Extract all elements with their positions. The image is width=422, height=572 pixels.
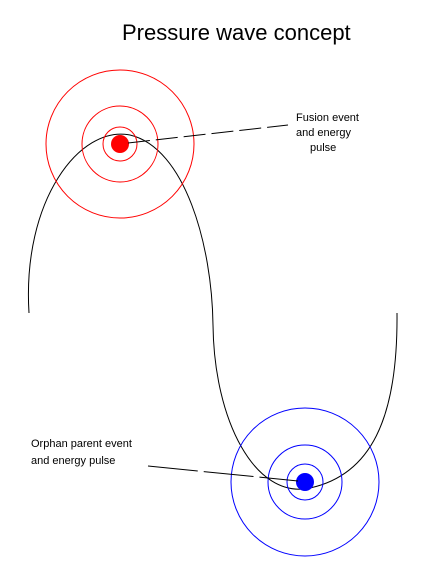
fusion-ring-inner — [102, 126, 138, 162]
orphan-leader-line — [147, 465, 299, 482]
fusion-label-line-3: pulse — [310, 142, 336, 154]
fusion-ring-outer — [45, 69, 195, 219]
orphan-event-dot — [296, 473, 314, 491]
fusion-event — [45, 69, 195, 219]
fusion-label: Fusion event and energy pulse — [296, 112, 362, 154]
orphan-ring-middle — [267, 444, 343, 520]
fusion-label-line-2: and energy — [296, 127, 352, 139]
fusion-leader-line — [127, 124, 289, 144]
fusion-ring-middle — [81, 105, 159, 183]
orphan-ring-outer — [230, 407, 380, 557]
orphan-ring-inner — [286, 463, 324, 501]
fusion-event-dot — [111, 135, 129, 153]
diagram-title: Pressure wave concept — [122, 20, 351, 45]
orphan-label-line-1: Orphan parent event — [31, 438, 132, 450]
orphan-label-line-2: and energy pulse — [31, 455, 115, 467]
fusion-label-line-1: Fusion event — [296, 112, 359, 124]
orphan-label: Orphan parent event and energy pulse — [31, 438, 135, 467]
pressure-wave-curve — [27, 133, 398, 490]
orphan-event — [230, 407, 380, 557]
